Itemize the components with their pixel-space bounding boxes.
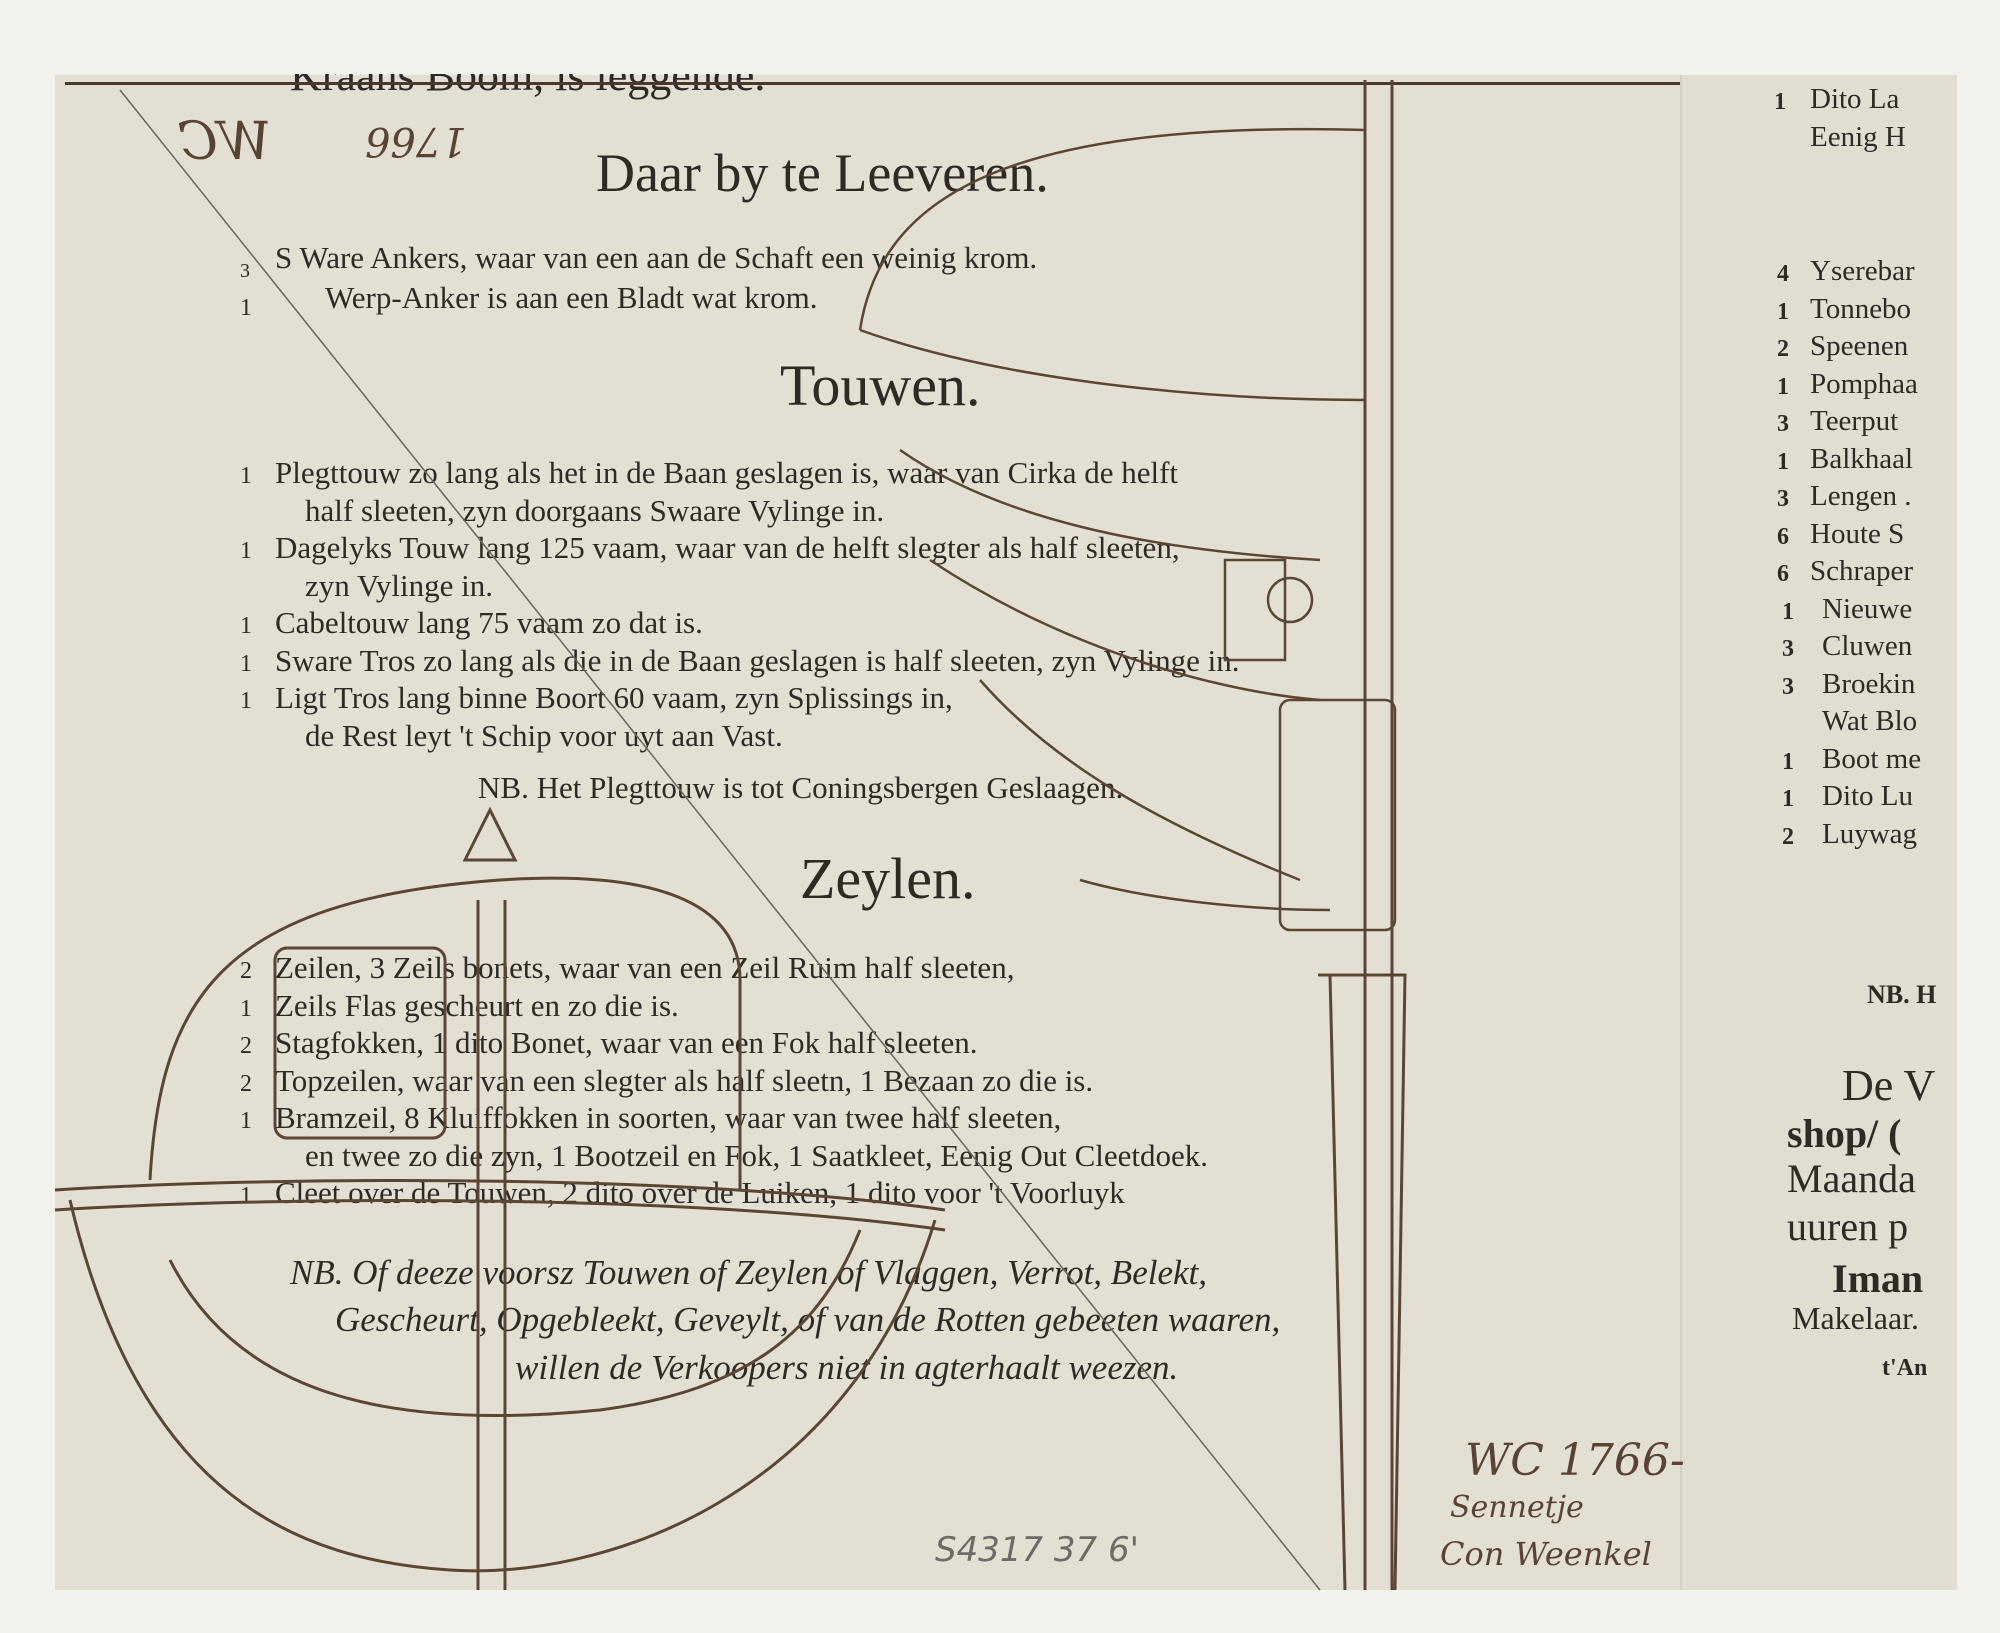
item-qty: 1: [240, 995, 252, 1022]
right-nb: NB. H: [1867, 980, 1937, 1009]
signature-1: Sennetje: [1450, 1490, 1584, 1525]
zeylen-nb-line-3: willen de Verkoopers niet in agterhaalt …: [515, 1348, 1179, 1387]
right-item: Balkhaal: [1810, 442, 1914, 475]
right-item-qty: 1: [1782, 598, 1794, 625]
right-item: Lengen .: [1810, 480, 1912, 512]
notice-line: t'An: [1882, 1355, 1928, 1381]
right-item: Broekin: [1822, 667, 1916, 700]
notice-line: shop/ (: [1787, 1111, 1902, 1156]
item-qty: 2: [240, 958, 252, 984]
right-item-qty: 2: [1782, 823, 1794, 850]
section-title-zeylen: Zeylen.: [800, 846, 976, 911]
right-item-qty: 1: [1782, 786, 1794, 812]
item-qty: 1: [240, 650, 252, 677]
right-item: Speenen: [1810, 330, 1909, 362]
item-qty: 1: [240, 538, 252, 564]
right-item: Wat Blo: [1822, 705, 1918, 737]
zeylen-item: Stagfokken, 1 dito Bonet, waar van een F…: [275, 1025, 978, 1060]
right-item-qty: 4: [1777, 261, 1789, 287]
touwen-item: Plegttouw zo lang als het in de Baan ges…: [275, 455, 1179, 490]
item-qty: 1: [240, 613, 252, 639]
right-item-qty: 6: [1777, 561, 1789, 587]
signature-2: Con Weenkel: [1440, 1535, 1652, 1573]
zeylen-item: Topzeilen, waar van een slegter als half…: [275, 1062, 1094, 1098]
right-item-qty: 3: [1782, 636, 1794, 662]
right-item-qty: 1: [1777, 448, 1789, 475]
right-item-qty: 1: [1774, 89, 1786, 115]
touwen-item-continued: half sleeten, zyn doorgaans Swaare Vylin…: [305, 492, 885, 528]
notice-line: Maanda: [1787, 1156, 1916, 1201]
zeylen-item: Zeils Flas gescheurt en zo die is.: [275, 987, 679, 1023]
item-qty: 1: [240, 463, 252, 489]
touwen-item-continued: de Rest leyt 't Schip voor uyt aan Vast.: [305, 717, 783, 753]
notice-line: uuren p: [1787, 1204, 1909, 1249]
top-rule: [65, 82, 1680, 85]
right-item: Luywag: [1822, 817, 1918, 850]
right-item-qty: 1: [1777, 298, 1789, 325]
item-qty: 2: [240, 1070, 252, 1097]
touwen-item: Sware Tros zo lang als die in de Baan ge…: [275, 642, 1240, 678]
item-qty: 3: [240, 260, 250, 282]
right-item-qty: 3: [1777, 486, 1789, 512]
right-item: Teerput: [1810, 405, 1899, 437]
right-item-qty: 1: [1777, 373, 1789, 400]
right-item: Schraper: [1810, 555, 1914, 587]
touwen-item: Cabeltouw lang 75 vaam zo dat is.: [275, 605, 703, 640]
right-item-qty: 3: [1782, 673, 1794, 700]
zeylen-item: Zeilen, 3 Zeils bonets, waar van een Zei…: [275, 950, 1015, 985]
year-top: 1766: [365, 118, 467, 164]
item-qty: 1: [240, 1108, 252, 1134]
zeylen-item: Bramzeil, 8 Kluiffokken in soorten, waar…: [275, 1100, 1062, 1135]
item-qty: 1: [240, 1183, 252, 1209]
right-item: Cluwen: [1822, 630, 1913, 662]
touwen-item: Dagelyks Touw lang 125 vaam, waar van de…: [275, 530, 1180, 565]
right-item-qty: 3: [1777, 411, 1789, 437]
initials-top: WC: [178, 112, 272, 172]
pencil-numbers: S4317 37 6': [935, 1530, 1139, 1570]
right-item: Yserebar: [1810, 255, 1915, 287]
leeveren-item: Werp-Anker is aan een Bladt wat krom.: [325, 280, 818, 315]
right-item: Nieuwe: [1822, 592, 1913, 625]
right-item: Eenig H: [1810, 121, 1906, 153]
initials-bottom: WC 1766-: [1465, 1435, 1685, 1486]
right-item: Tonnebo: [1810, 292, 1912, 325]
touwen-nb: NB. Het Plegttouw is tot Coningsbergen G…: [478, 770, 1124, 805]
zeylen-item-continued: en twee zo die zyn, 1 Bootzeil en Fok, 1…: [305, 1137, 1209, 1173]
item-qty: 1: [240, 295, 252, 321]
top-cut-text: Kraans Boom, is leggende.: [290, 51, 766, 100]
zeylen-nb-line-2: Gescheurt, Opgebleekt, Geveylt, of van d…: [335, 1300, 1281, 1339]
right-item: Dito La: [1810, 83, 1900, 115]
right-item: Pomphaa: [1810, 367, 1918, 400]
section-title-touwen: Touwen.: [780, 353, 981, 418]
item-qty: 2: [240, 1033, 252, 1059]
notice-line: Makelaar.: [1792, 1300, 1920, 1336]
right-item-qty: 6: [1777, 523, 1789, 550]
notice-line: De V: [1842, 1061, 1936, 1110]
right-item-qty: 2: [1777, 336, 1789, 362]
right-item-qty: 1: [1782, 748, 1794, 775]
zeylen-item: Cleet over de Touwen, 2 dito over de Lui…: [275, 1175, 1125, 1210]
item-qty: 1: [240, 688, 252, 714]
leeveren-item: S Ware Ankers, waar van een aan de Schaf…: [275, 240, 1038, 275]
zeylen-nb-line-1: NB. Of deeze voorsz Touwen of Zeylen of …: [290, 1253, 1207, 1292]
right-item: Houte S: [1810, 517, 1905, 550]
right-item: Boot me: [1822, 742, 1922, 775]
touwen-item: Ligt Tros lang binne Boort 60 vaam, zyn …: [275, 680, 953, 715]
section-title-leeveren: Daar by te Leeveren.: [596, 143, 1049, 203]
touwen-item-continued: zyn Vylinge in.: [305, 567, 493, 603]
right-item: Dito Lu: [1822, 780, 1914, 812]
notice-line: Iman: [1832, 1256, 1924, 1301]
